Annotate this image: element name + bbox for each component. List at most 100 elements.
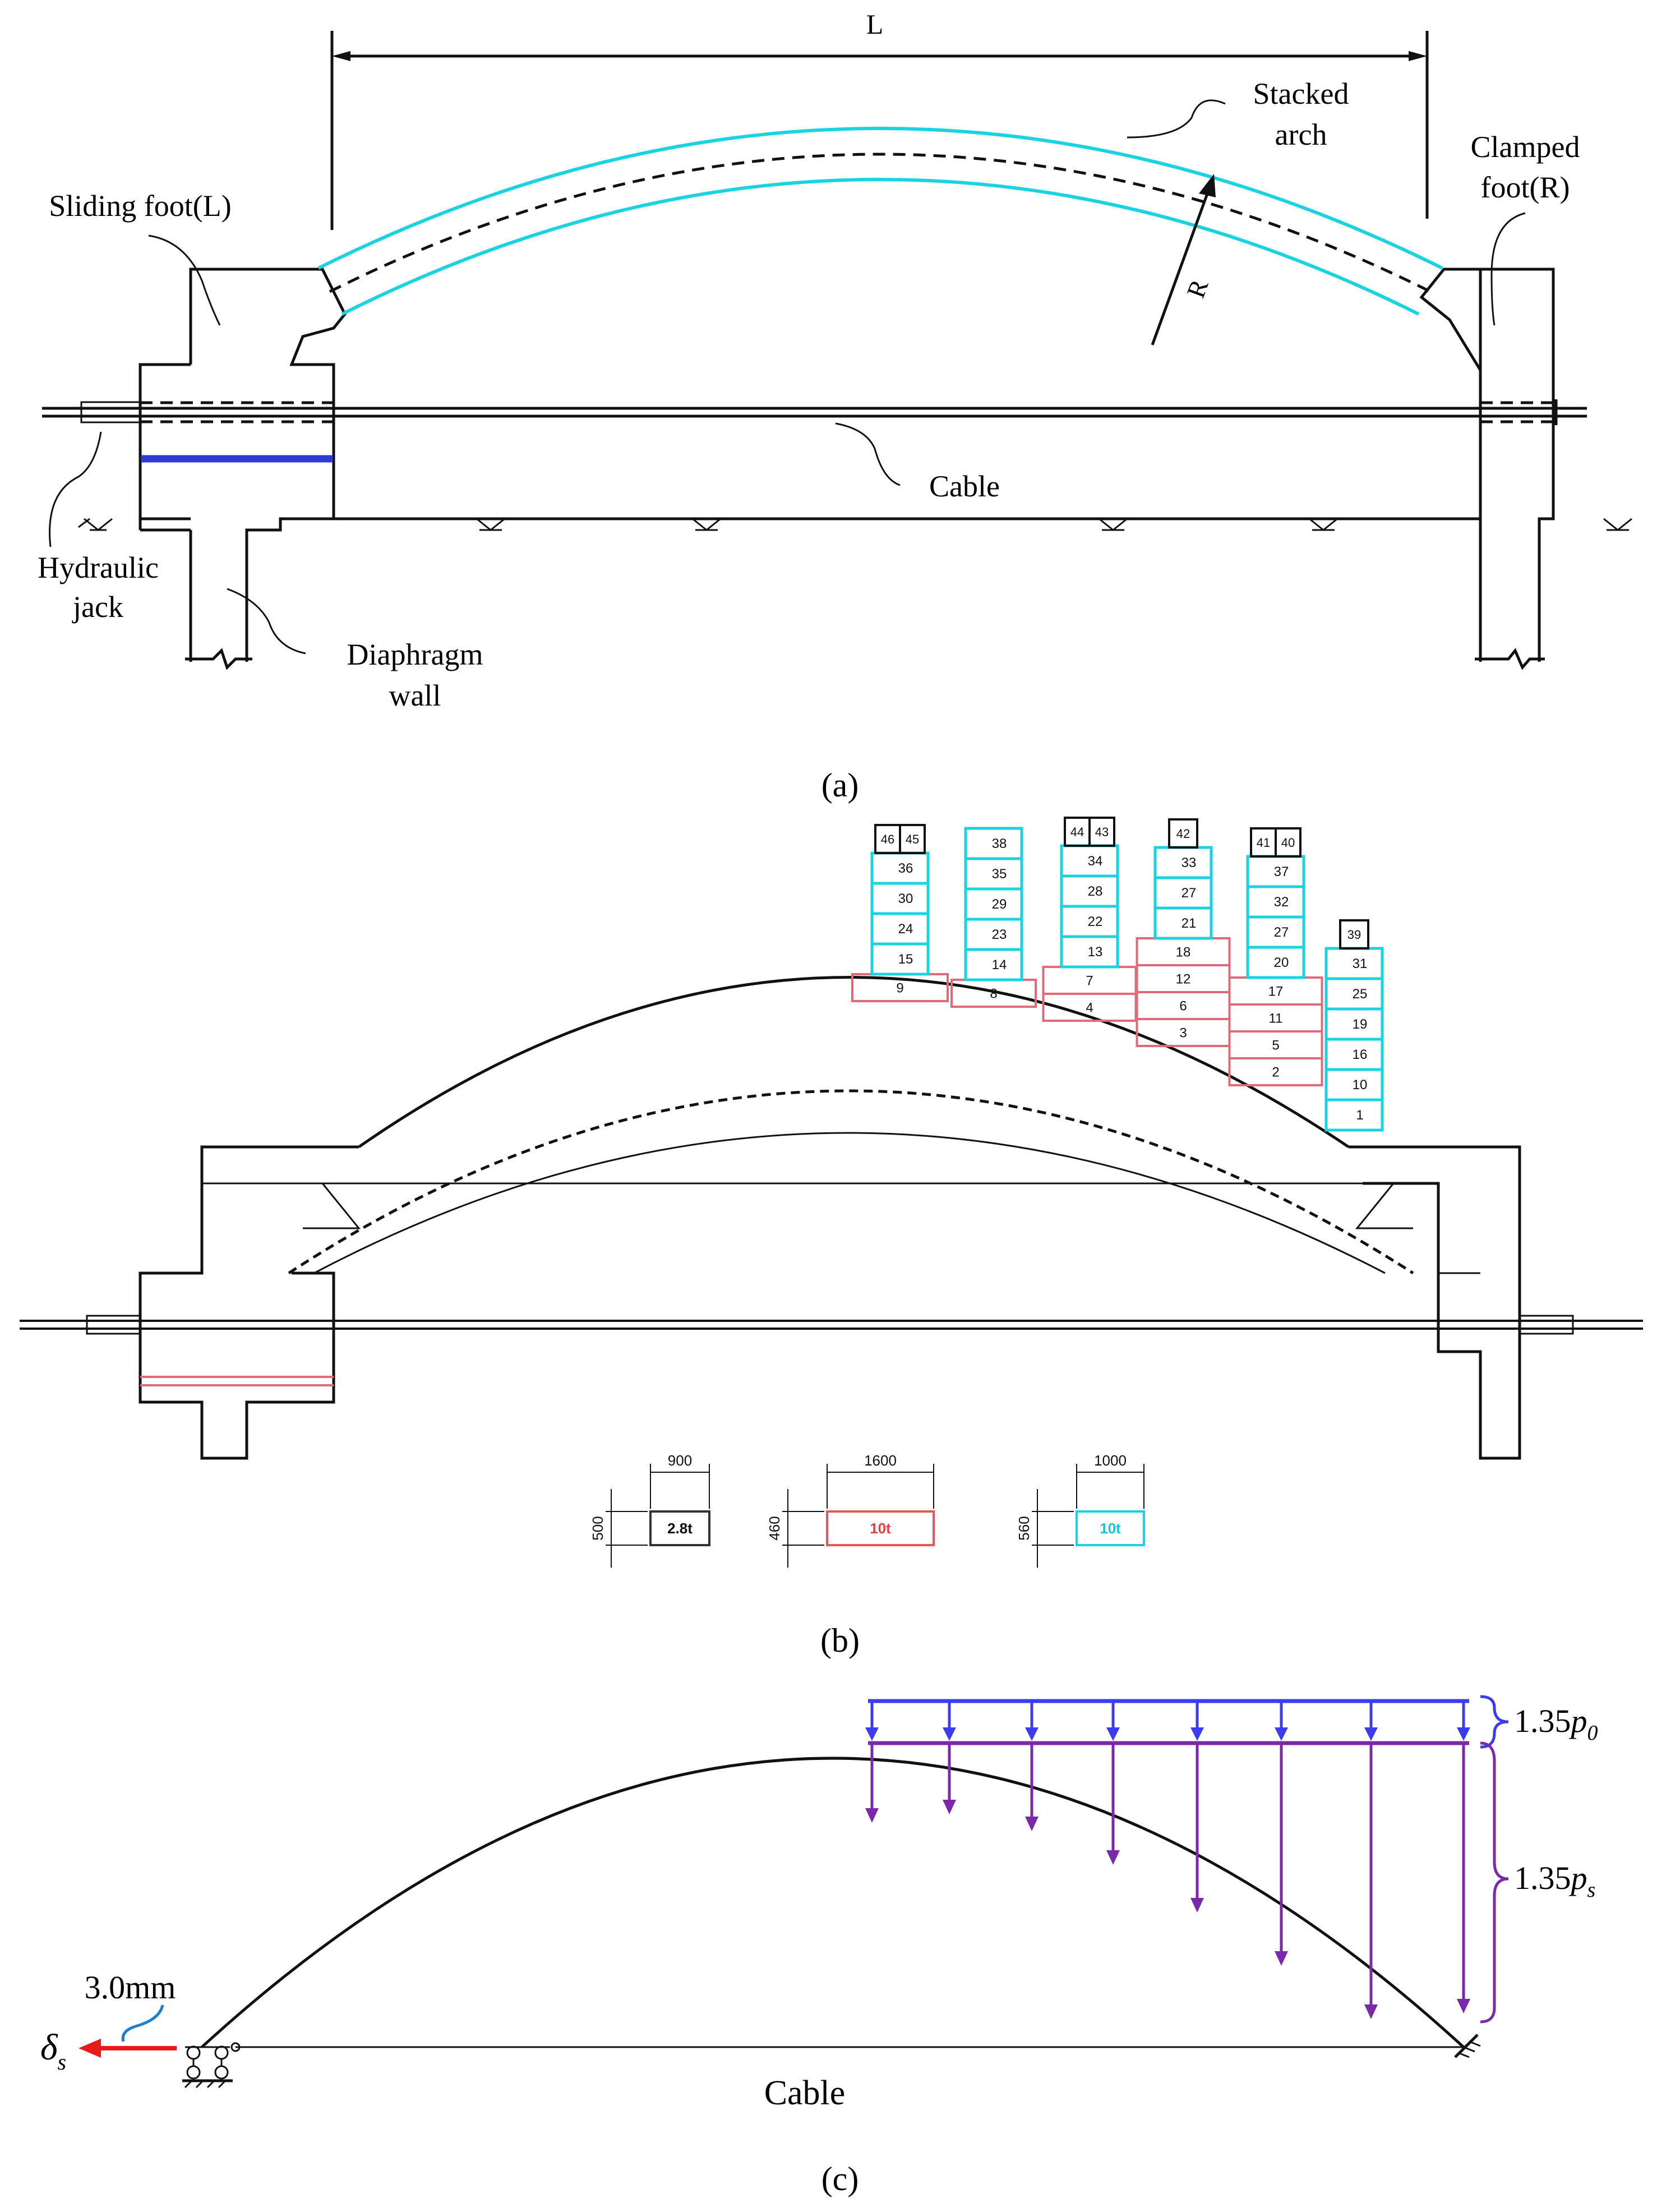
block-number: 6	[1179, 999, 1187, 1014]
legend-height-label: 460	[766, 1516, 783, 1540]
sliding-foot-label: Sliding foot(L)	[49, 189, 231, 223]
block-number: 5	[1272, 1038, 1279, 1053]
block-number: 11	[1269, 1011, 1283, 1026]
block-number: 14	[992, 957, 1007, 973]
block-number: 46	[881, 832, 894, 846]
load-block-cyan: 28	[1060, 874, 1119, 908]
block-number: 17	[1268, 984, 1284, 999]
block-number: 41	[1257, 836, 1270, 850]
radius-arrow	[1151, 190, 1210, 345]
legend-weight-label: 10t	[870, 1520, 891, 1537]
load-block-cyan: 23	[964, 918, 1023, 951]
load-block-red: 7	[1042, 966, 1137, 995]
clamped-foot-label-1: Clamped	[1471, 130, 1580, 164]
left-foot-outline	[189, 268, 347, 662]
block-number: 32	[1274, 895, 1289, 910]
load-block-cyan: 21	[1153, 906, 1213, 940]
radius-label: R	[1181, 275, 1214, 302]
load-block-cyan: 27	[1246, 915, 1305, 949]
displacement-symbol: δs	[40, 2027, 66, 2075]
load-block-cyan: 15	[870, 942, 930, 976]
panel-a: L	[38, 8, 1632, 804]
load-block-cyan: 14	[964, 948, 1023, 981]
load-block-red: 11	[1228, 1003, 1323, 1033]
stacked-arch-label-1: Stacked	[1253, 77, 1349, 110]
ps-load-label: 1.35ps	[1514, 1860, 1595, 1902]
legend-width-label: 900	[668, 1452, 692, 1469]
load-block-cyan: 13	[1060, 935, 1119, 969]
sliding-layer	[141, 455, 333, 463]
b-arch-soffit	[313, 1132, 1386, 1274]
load-block-black: 46	[874, 824, 901, 854]
p0-load-label: 1.35p0	[1514, 1703, 1598, 1745]
diaphragm-wall-leader	[227, 588, 306, 655]
load-block-black: 43	[1088, 817, 1115, 847]
b-jack-right	[1519, 1315, 1574, 1335]
load-block-red: 5	[1228, 1030, 1323, 1059]
left-wall-break	[185, 648, 252, 670]
ps-load-arrows	[865, 1743, 1470, 2019]
diaphragm-wall-label-2: wall	[389, 679, 441, 712]
arch-intrados	[341, 178, 1420, 316]
block-number: 23	[992, 927, 1007, 942]
block-number: 29	[992, 897, 1007, 912]
block-number: 21	[1181, 916, 1197, 931]
block-number: 27	[1181, 886, 1197, 901]
block-number: 2	[1272, 1065, 1279, 1080]
p0-load-arrows	[865, 1701, 1470, 1741]
load-block-cyan: 32	[1246, 885, 1305, 919]
p0-brace	[1480, 1695, 1509, 1749]
left-foot-lower	[139, 363, 191, 520]
hydraulic-jack-label-1: Hydraulic	[38, 551, 159, 584]
c-clamped-support	[1454, 2034, 1481, 2058]
clamped-foot-label-2: foot(R)	[1481, 170, 1570, 204]
load-block-red: 2	[1228, 1057, 1323, 1086]
panel-a-caption: (a)	[821, 767, 859, 804]
legend-weight-label: 2.8t	[667, 1520, 693, 1537]
b-right-haunch	[1355, 1183, 1413, 1229]
block-number: 35	[992, 867, 1007, 882]
block-number: 4	[1086, 1001, 1093, 1016]
ps-arrowhead	[1364, 2004, 1378, 2019]
block-number: 28	[1088, 884, 1103, 899]
p0-arrowhead	[1457, 1727, 1470, 1741]
block-number: 1	[1356, 1108, 1363, 1123]
load-block-cyan: 29	[964, 887, 1023, 921]
ps-arrowhead	[1106, 1850, 1120, 1865]
block-number: 27	[1274, 925, 1289, 940]
block-number: 18	[1176, 945, 1191, 960]
p0-arrowhead	[943, 1727, 956, 1741]
c-sliding-support	[182, 2042, 241, 2089]
stacked-arch-label-2: arch	[1275, 118, 1327, 151]
block-number: 40	[1281, 836, 1295, 850]
ps-arrowhead	[1025, 1817, 1039, 1831]
load-block-cyan: 27	[1153, 876, 1213, 910]
block-number: 10	[1353, 1077, 1368, 1093]
panel-c-caption: (c)	[821, 2160, 859, 2197]
block-number: 42	[1176, 827, 1190, 841]
load-block-black: 39	[1339, 919, 1369, 950]
block-number: 30	[898, 891, 913, 906]
hydraulic-jack-leader	[49, 431, 102, 547]
arch-extrados	[317, 127, 1443, 270]
block-number: 39	[1347, 928, 1361, 942]
block-number: 19	[1353, 1017, 1368, 1032]
p0-arrowhead	[1106, 1727, 1120, 1741]
block-number: 15	[898, 952, 913, 967]
block-number: 3	[1179, 1026, 1187, 1041]
block-number: 25	[1353, 987, 1368, 1002]
ps-brace	[1480, 1741, 1509, 2024]
c-cable-label: Cable	[764, 2074, 846, 2112]
b-arch-inner	[288, 1089, 1414, 1275]
load-block-cyan: 34	[1060, 844, 1119, 878]
legend-weight-label: 10t	[1100, 1520, 1121, 1537]
load-block-cyan: 20	[1246, 946, 1305, 979]
b-right-foot	[1349, 1145, 1521, 1460]
load-block-cyan: 1	[1324, 1098, 1384, 1132]
radius-arrowhead	[1199, 174, 1216, 197]
load-block-cyan: 33	[1153, 846, 1213, 879]
panel-c: 3.0mm δs 1.35p0 1.35ps Cable (c)	[40, 1695, 1598, 2197]
